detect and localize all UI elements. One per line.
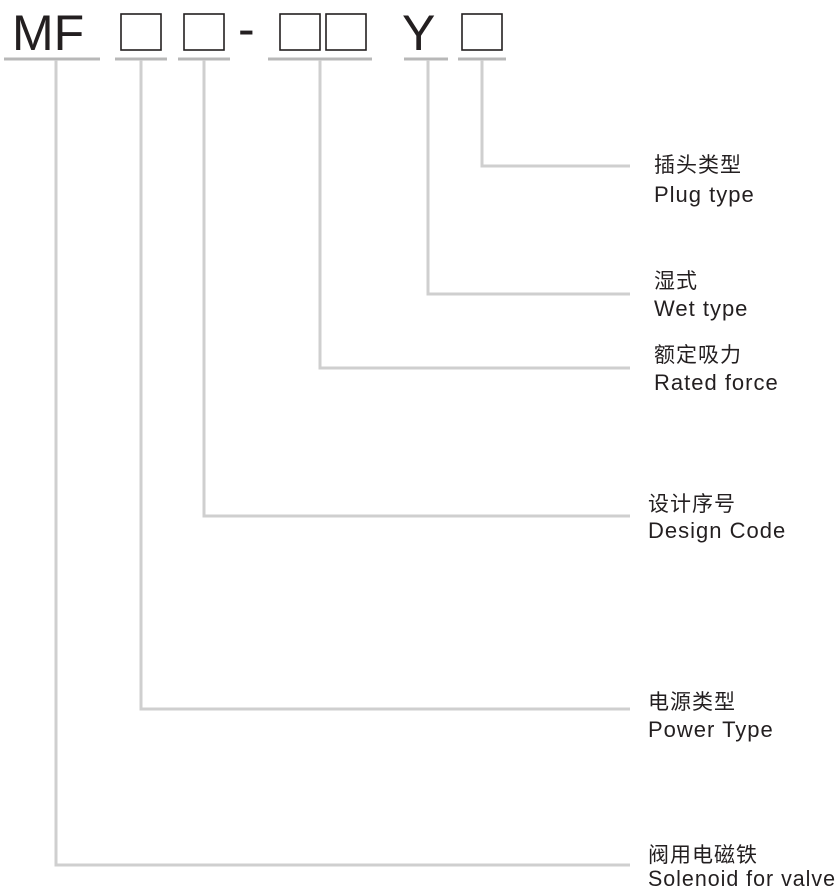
label-solenoid-en: Solenoid for valve [648,866,836,888]
label-wet-type-zh: 湿式 [654,269,698,293]
model-code: MF - Y [12,1,503,61]
label-design-code-zh: 设计序号 [648,492,736,516]
callout-solenoid: 阀用电磁铁 Solenoid for valve [648,843,836,888]
callout-plug-type: 插头类型 Plug type [654,153,755,207]
label-plug-type-en: Plug type [654,182,755,207]
label-plug-type-zh: 插头类型 [654,153,742,177]
callout-power-type: 电源类型 Power Type [648,690,774,742]
code-box-rated-force-2 [325,13,367,51]
label-power-type-en: Power Type [648,717,774,742]
label-design-code-en: Design Code [648,518,786,543]
code-box-power-type [120,13,162,51]
code-box-rated-force-1 [279,13,321,51]
label-power-type-zh: 电源类型 [648,690,736,714]
label-rated-force-en: Rated force [654,370,779,395]
code-box-design-code [183,13,225,51]
label-wet-type-en: Wet type [654,296,748,321]
callout-wet-type: 湿式 Wet type [654,269,748,321]
leader-design-code [202,60,630,518]
leader-plug-type [480,60,630,168]
code-wet-letter: Y [402,5,435,61]
code-prefix: MF [12,5,84,61]
label-solenoid-zh: 阀用电磁铁 [648,843,758,867]
leader-power-type [139,60,630,711]
leader-solenoid [54,60,630,867]
code-box-plug-type [461,13,503,51]
code-dash: - [238,1,255,57]
callout-design-code: 设计序号 Design Code [648,492,786,543]
label-rated-force-zh: 额定吸力 [654,343,742,367]
leader-wet-type [426,60,630,296]
leader-rated-force [318,60,630,370]
callout-rated-force: 额定吸力 Rated force [654,343,779,395]
leader-lines [54,60,630,867]
